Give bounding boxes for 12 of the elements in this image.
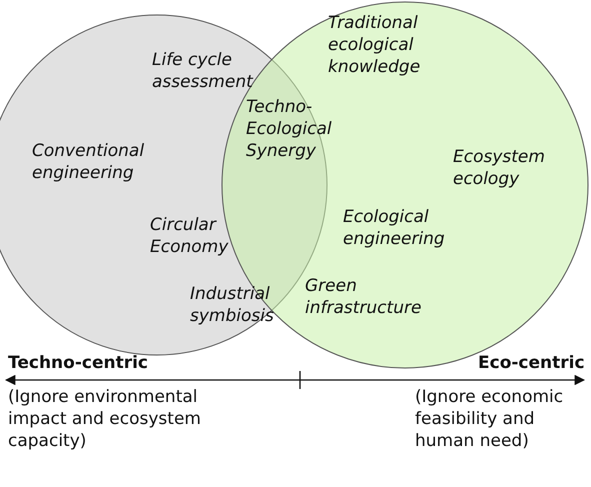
venn-label: Traditional ecological knowledge — [328, 12, 422, 78]
venn-label: Life cycle assessment — [152, 49, 254, 93]
venn-label: Ecological engineering — [343, 206, 446, 250]
venn-label: Green infrastructure — [305, 275, 422, 319]
note-text: (Ignore environmental impact and ecosystem capacity) — [8, 386, 202, 452]
venn-label: Circular Economy — [150, 214, 230, 258]
axis-end-label: Techno-centric — [8, 352, 150, 374]
note-text: (Ignore economic feasibility and human need) — [415, 386, 564, 452]
venn-label: Ecosystem ecology — [453, 146, 546, 190]
axis-end-label: Eco-centric — [478, 352, 586, 374]
venn-label: Conventional engineering — [32, 140, 146, 184]
venn-label: Techno-Ecological Synergy — [246, 96, 333, 162]
